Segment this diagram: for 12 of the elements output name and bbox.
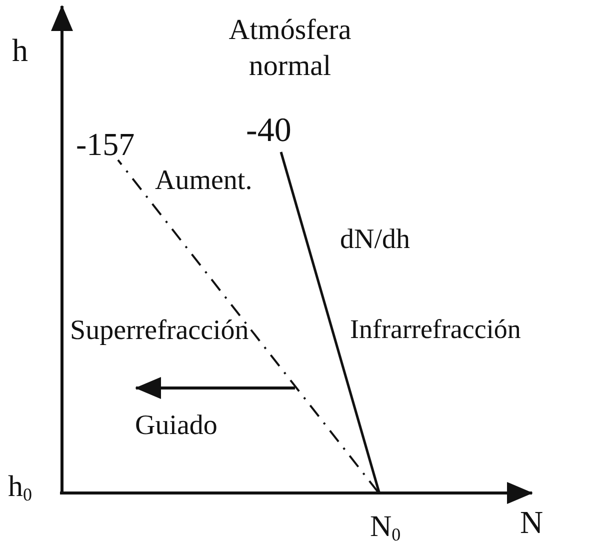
region-label: Aument. xyxy=(155,164,252,198)
gradient-value: -40 xyxy=(246,111,292,151)
region-label: Guiado xyxy=(135,409,218,443)
axis-label: h$_{0}$ xyxy=(8,469,32,506)
gradient-value: -157 xyxy=(76,125,135,164)
axis-label: h xyxy=(12,31,28,70)
quantity-label: dN/dh xyxy=(340,223,410,257)
axis-label: N$_{0}$ xyxy=(370,509,401,546)
axis-label: N xyxy=(520,503,544,542)
region-label: Infrarrefracción xyxy=(350,313,521,346)
curve-label: Atmósfera normal xyxy=(228,13,352,84)
region-label: Superrefracción xyxy=(70,314,249,348)
